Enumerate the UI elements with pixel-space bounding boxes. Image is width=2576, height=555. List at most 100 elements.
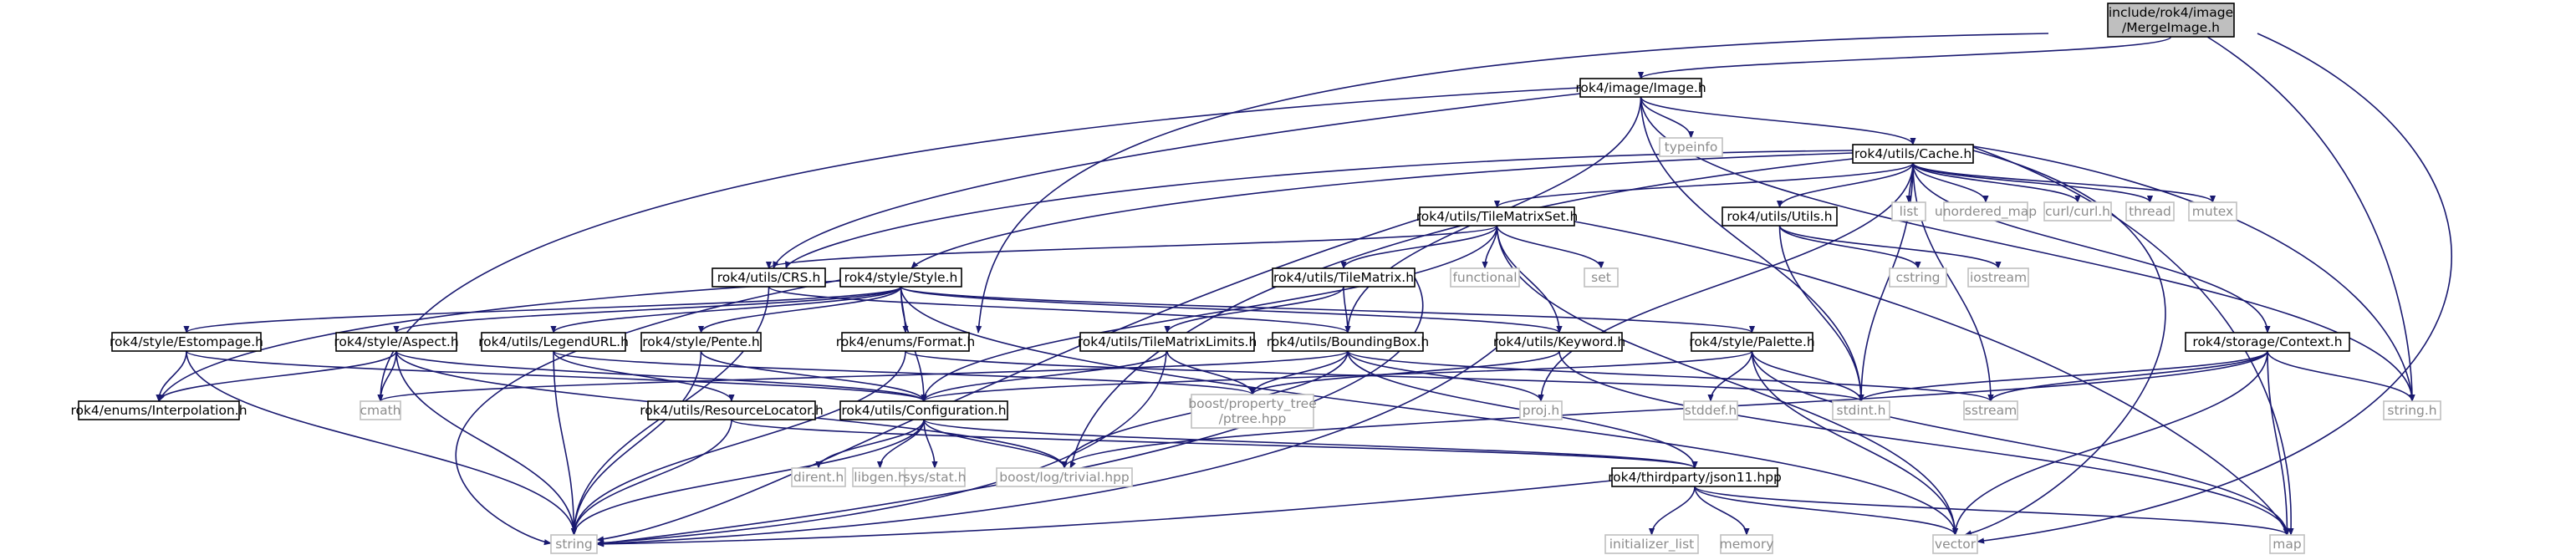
node-thread: thread: [2125, 201, 2175, 221]
edge-context-to-vector: [1951, 350, 2268, 536]
edge-resloc-to-string: [570, 419, 732, 536]
node-sstream: sstream: [1963, 400, 2018, 420]
edge-palette-to-config: [921, 350, 1753, 402]
node-tilematrix[interactable]: rok4/utils/TileMatrix.h: [1272, 267, 1416, 288]
node-bbox[interactable]: rok4/utils/BoundingBox.h: [1267, 332, 1430, 352]
edge-style-to-vector: [900, 286, 1959, 536]
edge-context-to-sstream: [1987, 350, 2268, 402]
node-box: [839, 267, 962, 288]
node-label: rok4/utils/Configuration.h: [841, 403, 1006, 418]
edge-estompage-to-config: [186, 350, 927, 402]
edge-resloc-to-json11: [731, 419, 1698, 469]
node-interp[interactable]: rok4/enums/Interpolation.h: [70, 400, 247, 420]
node-label: thread: [2129, 204, 2171, 219]
node-box: [481, 332, 626, 352]
node-config[interactable]: rok4/utils/Configuration.h: [839, 400, 1008, 420]
edge-tilematrix-to-bbox: [1343, 286, 1351, 334]
node-label: stdint.h: [1837, 403, 1886, 418]
node-box: [1272, 332, 1424, 352]
node-style[interactable]: rok4/style/Style.h: [839, 267, 962, 288]
node-utils[interactable]: rok4/utils/Utils.h: [1722, 206, 1838, 227]
edge-palette-to-stddef: [1707, 350, 1753, 402]
node-box: [2269, 534, 2305, 554]
node-label: iostream: [1970, 270, 2027, 285]
node-list: list: [1891, 201, 1926, 221]
node-label: rok4/image/Image.h: [1575, 80, 1706, 95]
node-box: [1079, 332, 1255, 352]
node-label: cmath: [360, 403, 400, 418]
edge-image-to-cache: [1640, 96, 1916, 145]
node-pente[interactable]: rok4/style/Pente.h: [640, 332, 762, 352]
edge-tilematrix-to-tmlimits: [1164, 286, 1344, 334]
edge-keyword-to-map: [1558, 350, 2291, 536]
edge-config-to-sysstat: [923, 419, 938, 469]
node-context[interactable]: rok4/storage/Context.h: [2185, 332, 2350, 352]
node-image[interactable]: rok4/image/Image.h: [1575, 78, 1706, 98]
edge-cache-to-stdint: [1858, 162, 1914, 402]
node-box: [2383, 400, 2441, 420]
node-box: [1852, 144, 1974, 164]
node-ptree: boost/property_tree/ptree.hpp: [1188, 394, 1317, 429]
node-label: sstream: [1965, 403, 2017, 418]
node-set: set: [1584, 267, 1619, 288]
edge-tms-to-tilematrix: [1340, 225, 1498, 269]
node-box: [1584, 267, 1619, 288]
node-box: [1659, 137, 1723, 157]
node-label: vector: [1935, 537, 1977, 552]
node-box: [2043, 201, 2112, 221]
node-cmath: cmath: [360, 400, 401, 420]
edge-style-to-pente: [697, 286, 902, 334]
node-box: [1191, 394, 1314, 429]
node-label: rok4/style/Style.h: [844, 270, 958, 285]
node-box: [996, 467, 1133, 487]
node-root[interactable]: include/rok4/image/MergeImage.h: [2107, 3, 2235, 38]
node-label: rok4/utils/TileMatrix.h: [1273, 270, 1414, 285]
edge-style-to-palette: [900, 286, 1755, 334]
node-label: initializer_list: [1609, 537, 1695, 552]
node-map: map: [2269, 534, 2305, 554]
node-label: boost/log/trivial.hpp: [999, 470, 1130, 485]
edge-style-to-keyword: [900, 286, 1563, 334]
node-aspect[interactable]: rok4/style/Aspect.h: [334, 332, 459, 352]
node-label: include/rok4/image: [2109, 5, 2233, 20]
node-stdint: stdint.h: [1832, 400, 1890, 420]
node-label: string: [555, 537, 593, 552]
edge-cache-to-stringh: [1972, 145, 2415, 402]
node-label: functional: [1452, 270, 1517, 285]
node-box: [1967, 267, 2029, 288]
node-keyword[interactable]: rok4/utils/Keyword.h: [1493, 332, 1625, 352]
edge-root-to-image: [1638, 36, 2172, 79]
edge-cache-to-sstream: [1912, 162, 1994, 402]
edge-estompage-to-string: [186, 350, 578, 536]
edge-legendurl-to-ptree: [553, 350, 1256, 395]
node-box: [1604, 534, 1699, 554]
node-palette[interactable]: rok4/style/Palette.h: [1689, 332, 1815, 352]
node-box: [335, 332, 457, 352]
node-box: [1889, 267, 1947, 288]
node-estompage[interactable]: rok4/style/Estompage.h: [110, 332, 263, 352]
node-tms[interactable]: rok4/utils/TileMatrixSet.h: [1416, 206, 1579, 227]
node-tmlimits[interactable]: rok4/utils/TileMatrixLimits.h: [1078, 332, 1257, 352]
node-crs[interactable]: rok4/utils/CRS.h: [712, 267, 826, 288]
edge-context-to-boostlog: [1061, 350, 2268, 469]
node-box: [2185, 332, 2350, 352]
edge-bbox-to-cmath: [377, 350, 1349, 402]
node-box: [1832, 400, 1890, 420]
node-format[interactable]: rok4/enums/Format.h: [836, 332, 976, 352]
edge-crs-to-bbox: [768, 286, 1351, 334]
node-legendurl[interactable]: rok4/utils/LegendURL.h: [478, 332, 629, 352]
node-box: [1419, 206, 1575, 227]
node-label: dirent.h: [793, 470, 844, 485]
node-json11[interactable]: rok4/thirdparty/json11.hpp: [1608, 467, 1782, 487]
node-label: string.h: [2387, 403, 2436, 418]
node-label: curl/curl.h: [2045, 204, 2110, 219]
edge-bbox-to-sstream: [1347, 350, 1994, 402]
edge-palette-to-stdint: [1751, 350, 1864, 402]
edge-config-to-string: [570, 419, 925, 536]
node-sysstat: sys/stat.h: [903, 467, 967, 487]
node-cache[interactable]: rok4/utils/Cache.h: [1852, 144, 1974, 164]
node-initlist: initializer_list: [1604, 534, 1699, 554]
node-resloc[interactable]: rok4/utils/ResourceLocator.h: [640, 400, 824, 420]
node-box: [1891, 201, 1926, 221]
